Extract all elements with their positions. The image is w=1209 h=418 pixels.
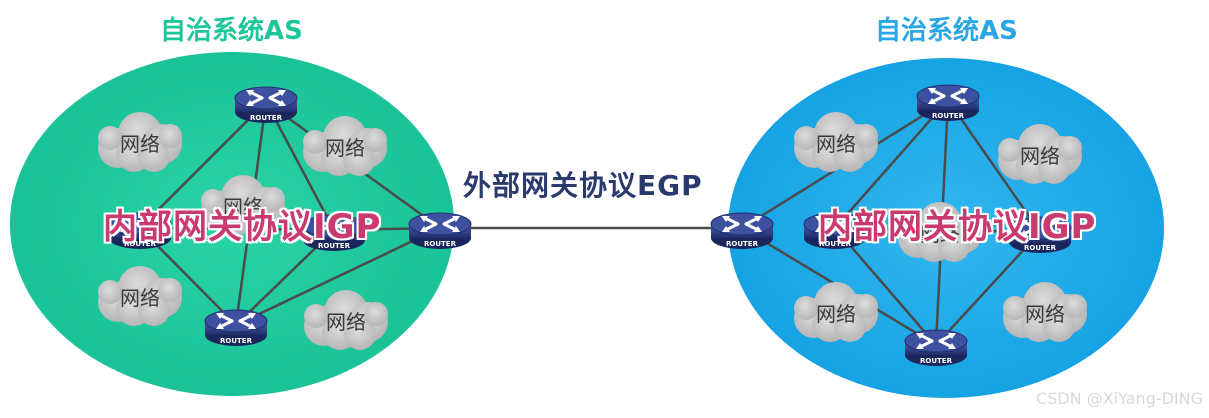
router-label: ROUTER bbox=[819, 240, 852, 248]
router-label: ROUTER bbox=[424, 240, 457, 248]
router-label: ROUTER bbox=[920, 357, 953, 365]
router-label: ROUTER bbox=[318, 242, 351, 250]
router-label: ROUTER bbox=[124, 240, 157, 248]
router-icon: ROUTER bbox=[803, 212, 867, 249]
router-icon: ROUTER bbox=[302, 214, 366, 251]
network-cloud: 网络 bbox=[794, 282, 878, 342]
routers: ROUTER ROUTER ROUTER ROUTER ROUTER ROUTER ROUT… bbox=[108, 84, 1072, 366]
link-line bbox=[946, 99, 1042, 233]
router-icon: ROUTER bbox=[1008, 216, 1072, 253]
router-icon: ROUTER bbox=[108, 212, 172, 249]
network-label: 网络 bbox=[325, 136, 365, 160]
router-icon: ROUTER bbox=[904, 329, 968, 366]
as-title-right: 自治系统AS bbox=[875, 16, 1018, 46]
network-label: 网络 bbox=[120, 132, 160, 156]
link-line bbox=[235, 226, 441, 327]
router-label: ROUTER bbox=[1024, 244, 1057, 252]
network-cloud: 网络 bbox=[304, 290, 388, 350]
network-clouds: 网络网络网络网络网络网络网络网络网络网络 bbox=[98, 112, 1087, 350]
network-label: 网络 bbox=[1020, 144, 1060, 168]
link-line bbox=[834, 99, 949, 229]
router-label: ROUTER bbox=[932, 112, 965, 120]
network-cloud: 网络 bbox=[1003, 282, 1087, 342]
network-label: 网络 bbox=[816, 132, 856, 156]
igp-label-right: 内部网关协议IGP bbox=[818, 207, 1097, 247]
link-line bbox=[834, 227, 937, 346]
network-cloud: 网络 bbox=[998, 124, 1082, 184]
network-label: 网络 bbox=[816, 302, 856, 326]
router-label: ROUTER bbox=[726, 240, 759, 248]
network-cloud: 网络 bbox=[98, 112, 182, 172]
network-label: 网络 bbox=[920, 222, 960, 246]
network-cloud: 网络 bbox=[98, 266, 182, 326]
watermark: CSDN @XiYang-DING bbox=[1036, 389, 1203, 408]
router-label: ROUTER bbox=[220, 337, 253, 345]
router-label: ROUTER bbox=[250, 114, 283, 122]
network-label: 网络 bbox=[223, 195, 263, 219]
network-cloud: 网络 bbox=[303, 116, 387, 176]
network-cloud: 网络 bbox=[898, 202, 982, 262]
network-label: 网络 bbox=[120, 286, 160, 310]
egp-label: 外部网关协议EGP bbox=[463, 169, 703, 202]
router-icon: ROUTER bbox=[234, 86, 298, 123]
network-label: 网络 bbox=[326, 310, 366, 334]
link-line bbox=[139, 101, 267, 229]
network-label: 网络 bbox=[1025, 302, 1065, 326]
router-icon: ROUTER bbox=[710, 212, 774, 249]
link-line bbox=[264, 101, 336, 231]
network-cloud: 网络 bbox=[201, 175, 285, 235]
router-icon: ROUTER bbox=[204, 309, 268, 346]
router-icon: ROUTER bbox=[916, 84, 980, 121]
router-icon: ROUTER bbox=[408, 212, 472, 249]
igp-label-left: 内部网关协议IGP bbox=[103, 207, 382, 247]
network-cloud: 网络 bbox=[794, 112, 878, 172]
as-title-left: 自治系统AS bbox=[160, 16, 303, 46]
